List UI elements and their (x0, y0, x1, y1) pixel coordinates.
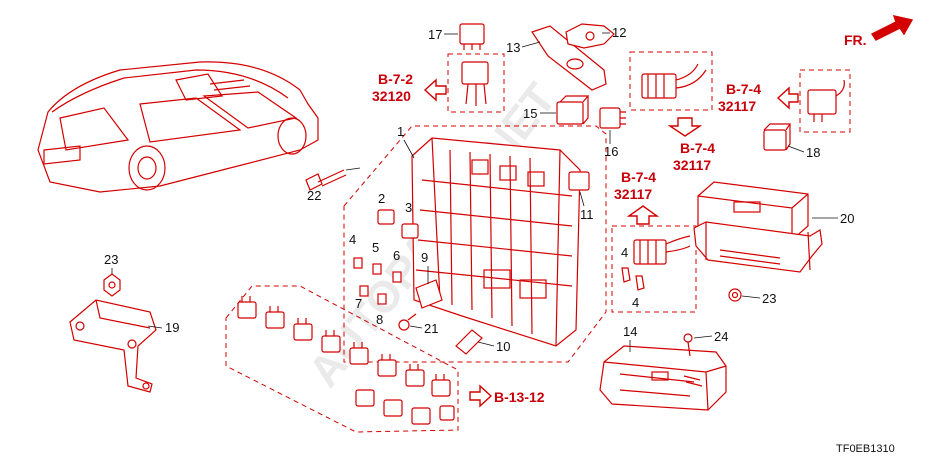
callout-10: 10 (496, 339, 510, 354)
ref-b74-left-code: B-7-4 (621, 169, 656, 185)
relay-group (237, 296, 455, 425)
callout-14: 14 (623, 324, 637, 339)
arrow-up-icon (626, 205, 660, 225)
ref-b74-top-code: B-7-4 (726, 81, 761, 97)
callout-23b: 23 (762, 291, 776, 306)
fuse-box-1 (411, 137, 581, 347)
mount-plate-13 (531, 25, 607, 91)
screw-24 (683, 333, 693, 357)
module-14 (599, 345, 727, 411)
callout-17: 17 (428, 27, 442, 42)
fuse-8 (377, 293, 387, 305)
ref-b74-mid-part: 32117 (673, 157, 711, 173)
callout-21: 21 (424, 321, 438, 336)
callout-16: 16 (604, 144, 618, 159)
callout-9: 9 (421, 250, 428, 265)
arrow-right-icon (469, 384, 493, 408)
nut-23-left (103, 273, 121, 297)
bracket-12 (565, 23, 615, 49)
relay-18 (763, 123, 792, 151)
fuse-5 (372, 263, 382, 275)
callout-1: 1 (397, 124, 404, 139)
fuse-7 (359, 285, 369, 297)
arrow-left-icon-2 (776, 86, 799, 110)
callout-15: 15 (523, 106, 537, 121)
module-20 (693, 181, 823, 273)
ref-b74-mid-code: B-7-4 (680, 140, 715, 156)
arrow-left-icon (423, 78, 447, 102)
fuse-9 (415, 279, 443, 309)
nut-23-right (728, 288, 742, 302)
fuse-2 (377, 209, 395, 225)
car-illustration (37, 61, 319, 193)
diagram-code: TF0EB1310 (836, 443, 895, 455)
connector-box-right (799, 69, 851, 133)
connector-box-17 (447, 53, 505, 113)
connector-32117-right (807, 79, 845, 122)
callout-22: 22 (307, 188, 321, 203)
fuse-4 (353, 257, 363, 269)
callout-3: 3 (405, 200, 412, 215)
connector-box-4 (611, 225, 697, 313)
arrow-down-icon (667, 117, 703, 137)
relay-17 (459, 23, 485, 50)
callout-18: 18 (806, 145, 820, 160)
bolt-22 (305, 169, 347, 191)
ref-b74-left-part: 32117 (614, 186, 652, 202)
ref-b74-top-part: 32117 (718, 98, 756, 114)
callout-23: 23 (104, 252, 118, 267)
callout-12: 12 (612, 25, 626, 40)
callout-4c: 4 (632, 295, 639, 310)
bracket-19 (69, 299, 157, 393)
connector-32117-top (641, 63, 707, 99)
fuse-11 (568, 171, 590, 191)
connector-box-top (629, 51, 713, 111)
callout-4b: 4 (621, 245, 628, 260)
callout-8: 8 (376, 312, 383, 327)
ref-b72-part: 32120 (372, 88, 411, 104)
fuse-10 (455, 329, 483, 355)
callout-5: 5 (372, 240, 379, 255)
connector-4 (621, 235, 691, 291)
callout-6: 6 (393, 248, 400, 263)
callout-20: 20 (840, 211, 854, 226)
relay-16 (599, 107, 626, 129)
callout-7: 7 (355, 296, 362, 311)
callout-24: 24 (714, 329, 728, 344)
ref-b1312-code: B-13-12 (494, 389, 545, 405)
screw-21 (398, 313, 417, 331)
callout-13: 13 (506, 40, 520, 55)
callout-4: 4 (349, 232, 356, 247)
ref-b72-code: B-7-2 (378, 71, 413, 87)
relay-group-frame (225, 285, 459, 433)
front-arrow-icon (870, 15, 914, 41)
callout-11: 11 (580, 207, 594, 222)
callout-2: 2 (378, 191, 385, 206)
connector-32120 (461, 61, 489, 106)
direction-label: FR. (844, 32, 867, 48)
callout-19: 19 (165, 320, 179, 335)
relay-15 (556, 95, 590, 125)
fuse-6 (392, 271, 402, 283)
fuse-3 (401, 223, 419, 239)
